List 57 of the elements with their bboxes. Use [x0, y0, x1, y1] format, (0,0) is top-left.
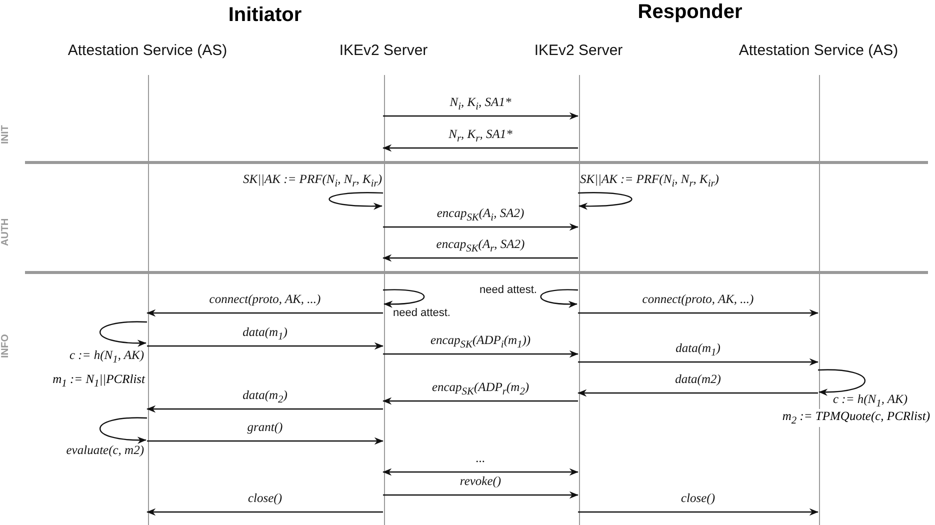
- message-label: data(m$_{2}$): [242, 388, 288, 408]
- self-loop-arrow: [540, 289, 578, 308]
- message-label: data(m$_{1}$): [242, 325, 288, 344]
- message-arrow: [578, 389, 818, 397]
- message-label: data(m$_{1}$): [674, 341, 722, 360]
- message-label: ...: [474, 451, 486, 466]
- self-loop-arrow: [818, 369, 866, 396]
- message-arrow: [382, 397, 578, 405]
- message-arrow: [578, 358, 818, 366]
- role-heading: Responder: [638, 1, 742, 24]
- message-arrow: [146, 309, 383, 317]
- message-arrow: [146, 405, 383, 413]
- message-label: c := h(N$_{1}$, AK): [832, 392, 909, 411]
- message-label: encap$_{SK}$(ADP$_{i}$(m$_{1}$)): [429, 333, 532, 352]
- message-label: need attest.: [478, 283, 538, 298]
- message-arrow: [146, 508, 383, 516]
- message-label: N$_{i}$, K$_{i}$, SA1*: [448, 95, 512, 114]
- self-loop-arrow: [100, 321, 147, 347]
- message-arrow: [383, 112, 578, 120]
- message-arrow: [383, 350, 578, 358]
- message-arrow: [578, 508, 818, 516]
- phase-label: INFO: [0, 333, 11, 358]
- message-label: c := h(N$_{1}$, AK): [68, 348, 145, 368]
- message-label: connect(proto, AK, ...): [641, 292, 755, 307]
- message-label: close(): [680, 491, 716, 506]
- participant-label: Attestation Service (AS): [68, 42, 228, 59]
- self-loop-arrow: [100, 417, 147, 444]
- message-arrow: [382, 254, 578, 262]
- computation-note: m$_{2}$ := TPMQuote(c, PCRlist): [782, 409, 930, 426]
- message-arrow: [383, 223, 578, 231]
- message-label: need attest.: [392, 306, 452, 321]
- computation-note: m$_{1}$ := N$_{1}$||PCRlist: [52, 372, 145, 390]
- message-label: connect(proto, AK, ...): [208, 292, 322, 307]
- message-label: close(): [247, 491, 283, 506]
- message-label: evaluate(c, m2): [65, 443, 145, 458]
- message-arrow: [147, 437, 384, 445]
- message-arrow: [382, 144, 578, 152]
- self-loop-arrow: [382, 289, 424, 308]
- message-label: revoke(): [458, 474, 502, 489]
- message-label: grant(): [246, 420, 284, 435]
- message-label: encap$_{SK}$(ADP$_{r}$(m$_{2}$): [430, 380, 530, 400]
- phase-label: AUTH: [0, 217, 11, 246]
- message-arrow: [383, 491, 578, 499]
- message-label: encap$_{SK}$(A$_{i}$, SA2): [436, 206, 526, 226]
- phase-label: INIT: [0, 124, 11, 144]
- message-label: N$_{r}$, K$_{r}$, SA1*: [448, 127, 514, 146]
- message-label: SK||AK := PRF(N$_{i}$, N$_{r}$, K$_{ir}$): [579, 172, 720, 192]
- message-label: encap$_{SK}$(A$_{r}$, SA2): [435, 237, 526, 256]
- participant-label: Attestation Service (AS): [738, 42, 898, 59]
- self-loop-arrow: [578, 192, 632, 210]
- message-label: data(m2): [674, 372, 722, 387]
- message-label: SK||AK := PRF(N$_{i}$, N$_{r}$, K$_{ir}$): [242, 172, 383, 192]
- message-arrow: [578, 309, 818, 317]
- self-loop-arrow: [328, 192, 384, 210]
- role-heading: Initiator: [228, 4, 302, 27]
- message-arrow: [147, 342, 384, 350]
- message-arrow: [382, 468, 578, 476]
